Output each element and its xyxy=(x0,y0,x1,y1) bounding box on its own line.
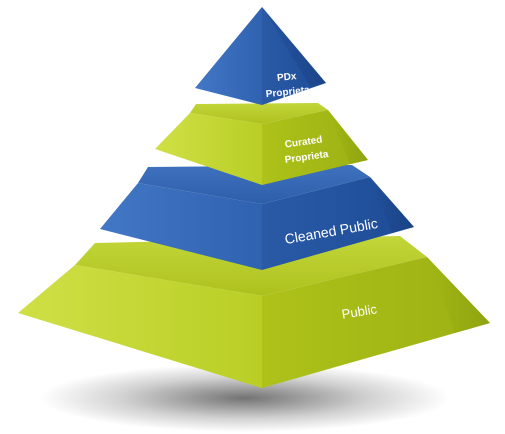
tier-public-left-face xyxy=(18,265,262,388)
tier-curated-top-face xyxy=(190,103,328,124)
tier-pdx-right-shade xyxy=(262,7,326,86)
tier-cleaned-left-face xyxy=(100,183,262,270)
tier-cleaned-public xyxy=(100,165,414,270)
tier-pdx-label-line-1: PDx xyxy=(276,71,297,84)
tier-cleaned-right-shade xyxy=(370,177,414,233)
tier-pdx-label-line-2: Proprieta xyxy=(265,85,310,101)
tier-public-label: Public xyxy=(341,301,379,321)
floor-shadow xyxy=(40,364,450,432)
tier-public-right-face xyxy=(262,257,490,388)
tier-public-right-shade xyxy=(427,257,490,333)
tier-pdx xyxy=(195,7,326,105)
tier-public xyxy=(18,236,490,388)
tier-curated xyxy=(155,103,368,185)
tier-cleaned-top-face xyxy=(138,165,370,204)
tier-curated-right-shade xyxy=(328,110,368,164)
tier-curated-left-face xyxy=(155,113,262,185)
tier-curated-label-line-1: Curated xyxy=(284,134,323,150)
tier-cleaned-right-face xyxy=(262,177,414,270)
tier-pdx-left-face xyxy=(195,7,262,105)
